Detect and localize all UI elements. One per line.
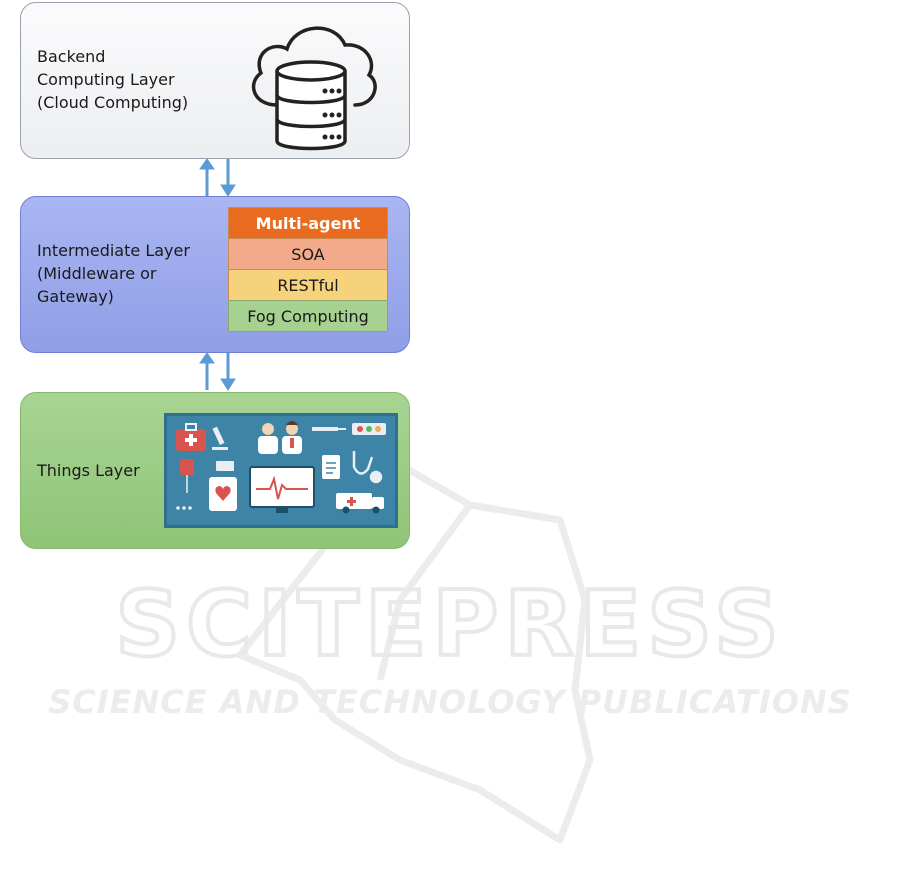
dots-decoration (176, 506, 192, 510)
intermediate-layer-label: Intermediate Layer (Middleware or Gatewa… (37, 239, 190, 308)
multi-agent-block: Multi-agent (228, 207, 388, 239)
ecg-monitor-icon (250, 467, 314, 513)
things-layer-label: Things Layer (37, 459, 140, 482)
things-layer-box: Things Layer (20, 392, 410, 549)
soa-block: SOA (228, 238, 388, 270)
cloud-database-icon (239, 13, 384, 153)
fog-computing-block: Fog Computing (228, 300, 388, 332)
restful-block: RESTful (228, 269, 388, 301)
arrow-down-icon (221, 353, 235, 390)
healthcare-devices-illustration (164, 413, 398, 528)
watermark-subtitle: SCIENCE AND TECHNOLOGY PUBLICATIONS (48, 683, 852, 721)
middleware-stack: Multi-agent SOA RESTful Fog Computing (228, 207, 388, 332)
intermediate-layer-box: Intermediate Layer (Middleware or Gatewa… (20, 196, 410, 353)
pill-box-icon (352, 423, 386, 435)
arrows-backend-intermediate (198, 158, 242, 198)
tablet-heart-icon (209, 477, 237, 511)
backend-layer-box: Backend Computing Layer (Cloud Computing… (20, 2, 410, 159)
arrow-down-icon (221, 159, 235, 196)
clipboard-icon (322, 455, 340, 479)
arrow-up-icon (200, 353, 214, 390)
arrows-intermediate-things (198, 352, 242, 392)
watermark-title: SCITEPRESS (115, 572, 785, 677)
keypad-icon (216, 461, 234, 471)
backend-layer-label: Backend Computing Layer (Cloud Computing… (37, 45, 188, 114)
arrow-up-icon (200, 159, 214, 196)
